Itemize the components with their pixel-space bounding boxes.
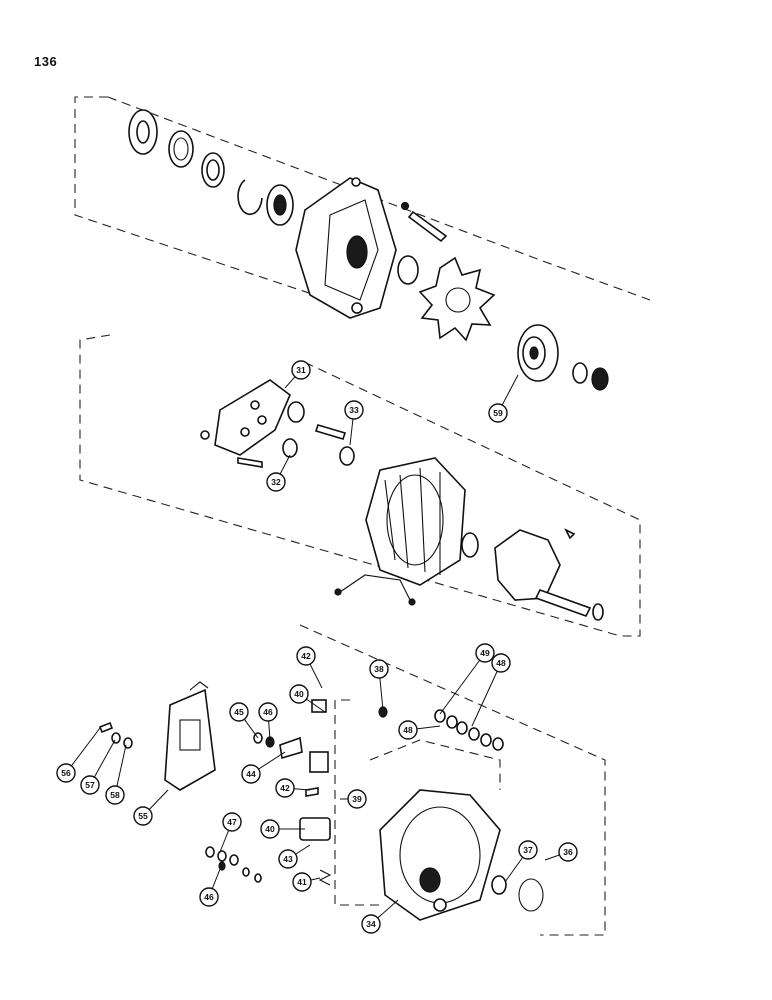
callout-label-44: 44 [246, 769, 256, 779]
callout-circle-38 [369, 659, 389, 679]
callout-label-36: 36 [563, 847, 573, 857]
slip-ring-end-assembly [98, 681, 544, 921]
callout-circle-36 [558, 842, 578, 862]
callout-circle-41 [292, 872, 312, 892]
callout-circle-57 [80, 775, 100, 795]
fan [418, 256, 496, 342]
callout-circle-55 [133, 806, 153, 826]
callout-label-46: 46 [263, 707, 273, 717]
callout-circle-44 [241, 764, 261, 784]
callout-label-40: 40 [294, 689, 304, 699]
callout-label-46: 46 [204, 892, 214, 902]
callout-circle-46 [258, 702, 278, 722]
callout-label-38: 38 [374, 664, 384, 674]
callout-label-45: 45 [234, 707, 244, 717]
callout-circle-56 [56, 763, 76, 783]
callout-label-58: 58 [110, 790, 120, 800]
callout-circle-42 [275, 778, 295, 798]
callout-label-31: 31 [296, 365, 306, 375]
group-boundary-lines [74, 96, 651, 936]
callout-label-59: 59 [493, 408, 503, 418]
callout-labels: 31 33 32 59 42 40 38 49 48 48 45 46 44 42 39 40 43 41 47 46… [56, 360, 578, 934]
callout-circle-40 [289, 684, 309, 704]
callout-label-42: 42 [280, 783, 290, 793]
through-bolt [407, 210, 448, 243]
callout-label-32: 32 [271, 477, 281, 487]
mounting-screw [314, 424, 347, 440]
bearing-retainer [168, 130, 194, 168]
callout-circle-39 [347, 789, 367, 809]
callout-circle-46 [199, 887, 219, 907]
callout-circle-34 [361, 914, 381, 934]
callout-circle-33 [344, 400, 364, 420]
regulator [164, 688, 216, 791]
callout-label-33: 33 [349, 405, 359, 415]
callout-circle-32 [266, 472, 286, 492]
rotor-shaft [534, 589, 592, 617]
callout-circle-43 [278, 849, 298, 869]
callout-label-40: 40 [265, 824, 275, 834]
callout-label-48: 48 [496, 658, 506, 668]
pulley-washer [572, 362, 588, 384]
insulator [287, 401, 305, 423]
rear-bearing [491, 875, 507, 895]
drive-end-frame [295, 177, 397, 319]
callout-label-57: 57 [85, 780, 95, 790]
callout-circle-58 [105, 785, 125, 805]
callout-leader-48 [471, 662, 502, 727]
callout-circle-31 [291, 360, 311, 380]
o-ring [518, 878, 544, 912]
regulator-screw [98, 721, 114, 734]
callout-label-42: 42 [301, 651, 311, 661]
spacer-collar [397, 255, 419, 285]
callout-circle-48 [398, 720, 418, 740]
callout-label-48: 48 [403, 725, 413, 735]
snap-ring [237, 179, 263, 216]
callout-leader-49 [439, 652, 486, 715]
drive-end-assembly [128, 109, 609, 391]
callout-circle-40 [260, 819, 280, 839]
callout-circle-49 [475, 643, 495, 663]
callout-label-41: 41 [297, 877, 307, 887]
page-number: 136 [34, 54, 58, 69]
brush-holder [309, 751, 329, 773]
callout-circle-48 [491, 653, 511, 673]
callout-circle-47 [222, 812, 242, 832]
rotor-bearing [461, 532, 479, 558]
callout-label-56: 56 [61, 768, 71, 778]
callout-label-37: 37 [523, 845, 533, 855]
callout-label-39: 39 [352, 794, 362, 804]
callout-label-34: 34 [366, 919, 376, 929]
callout-label-43: 43 [283, 854, 293, 864]
diode-bracket [214, 379, 291, 456]
rotor [494, 529, 561, 601]
callout-label-47: 47 [227, 817, 237, 827]
callout-circle-45 [229, 702, 249, 722]
nut [339, 446, 355, 466]
callout-circle-59 [488, 403, 508, 423]
stator [365, 457, 466, 586]
pulley-nut [591, 367, 609, 391]
stator-rotor-assembly [200, 379, 604, 621]
callout-label-49: 49 [480, 648, 490, 658]
brush-plate [279, 736, 303, 760]
callout-circle-42 [296, 646, 316, 666]
callout-circle-37 [518, 840, 538, 860]
callout-label-55: 55 [138, 811, 148, 821]
brush-holder-upper [311, 699, 327, 713]
